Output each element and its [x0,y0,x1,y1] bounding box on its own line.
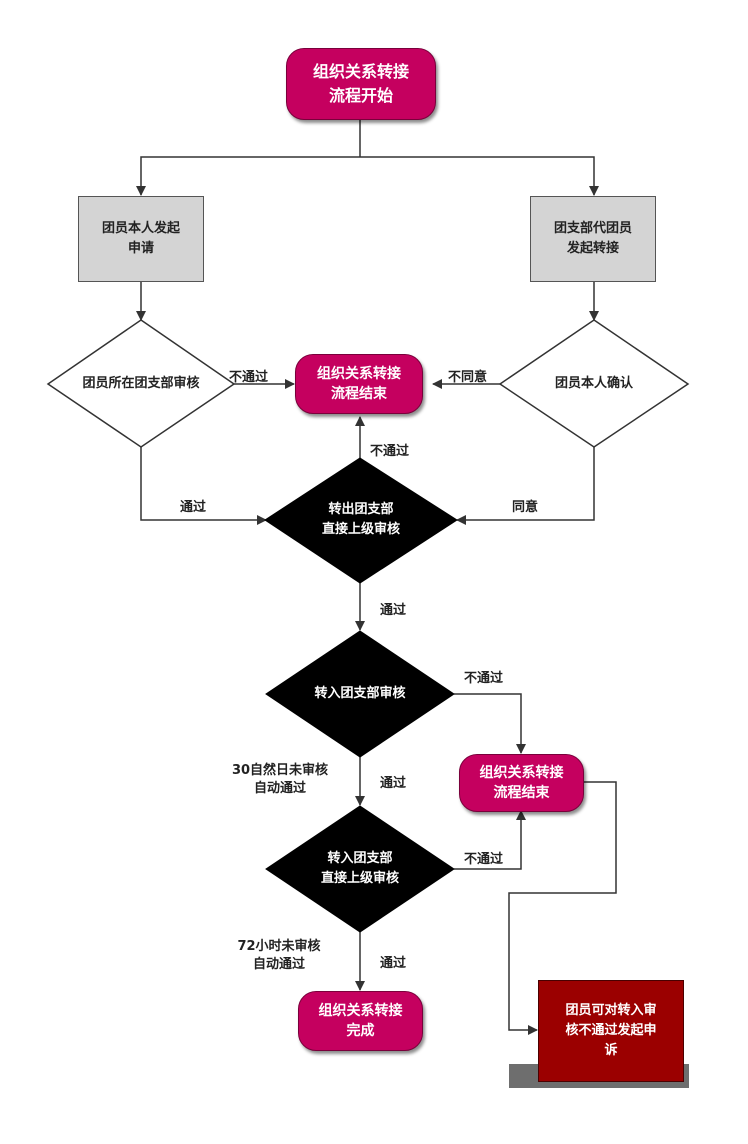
decision-in-superior [265,805,455,933]
edge-label-disagree: 不同意 [448,370,488,385]
decision-in-branch-text: 转入团支部审核 [314,686,406,701]
connector-start-left [136,156,360,196]
end-terminal-top: 组织关系转接 流程结束 [295,354,423,414]
connector-end-appeal [508,781,617,1035]
decision-in-superior-text: 转入团支部 直接上级审核 [320,851,399,886]
edge-label-pass-out: 通过 [380,603,407,618]
edge-label-reject-left: 不通过 [229,370,269,385]
decision-self-confirm [498,319,690,448]
connector-in-sup-reject [454,810,526,870]
connector-confirm-agree [456,446,595,525]
end-terminal-right: 组织关系转接 流程结束 [459,754,584,812]
edge-label-auto72: 72小时未审核 自动通过 [237,939,321,972]
appeal-box: 团员可对转入审 核不通过发起申 诉 [538,980,684,1082]
edge-label-pass-in-sup: 通过 [380,956,407,971]
decision-out-superior [264,457,458,584]
decision-branch-review-text: 团员所在团支部审核 [82,376,200,391]
process-self-apply: 团员本人发起 申请 [78,196,204,282]
edge-label-reject-in: 不通过 [464,671,504,686]
edge-label-pass-left: 通过 [180,500,207,515]
decision-branch-review [46,319,236,448]
connector-review-pass [140,446,267,525]
edge-label-reject-in-sup: 不通过 [464,852,504,867]
complete-terminal: 组织关系转接 完成 [298,991,423,1051]
connector-in-reject [454,693,526,754]
start-terminal: 组织关系转接 流程开始 [286,48,436,120]
connector-start-right [360,156,599,196]
process-branch-transfer: 团支部代团员 发起转接 [530,196,656,282]
decision-in-branch [265,630,455,758]
decision-out-superior-text: 转出团支部 直接上级审核 [321,502,400,537]
decision-self-confirm-text: 团员本人确认 [554,376,633,391]
edge-label-reject-out: 不通过 [370,444,410,459]
edge-label-agree: 同意 [512,500,539,515]
edge-label-pass-in: 通过 [380,776,407,791]
edge-label-auto30: 30自然日未审核 自动通过 [231,763,329,796]
